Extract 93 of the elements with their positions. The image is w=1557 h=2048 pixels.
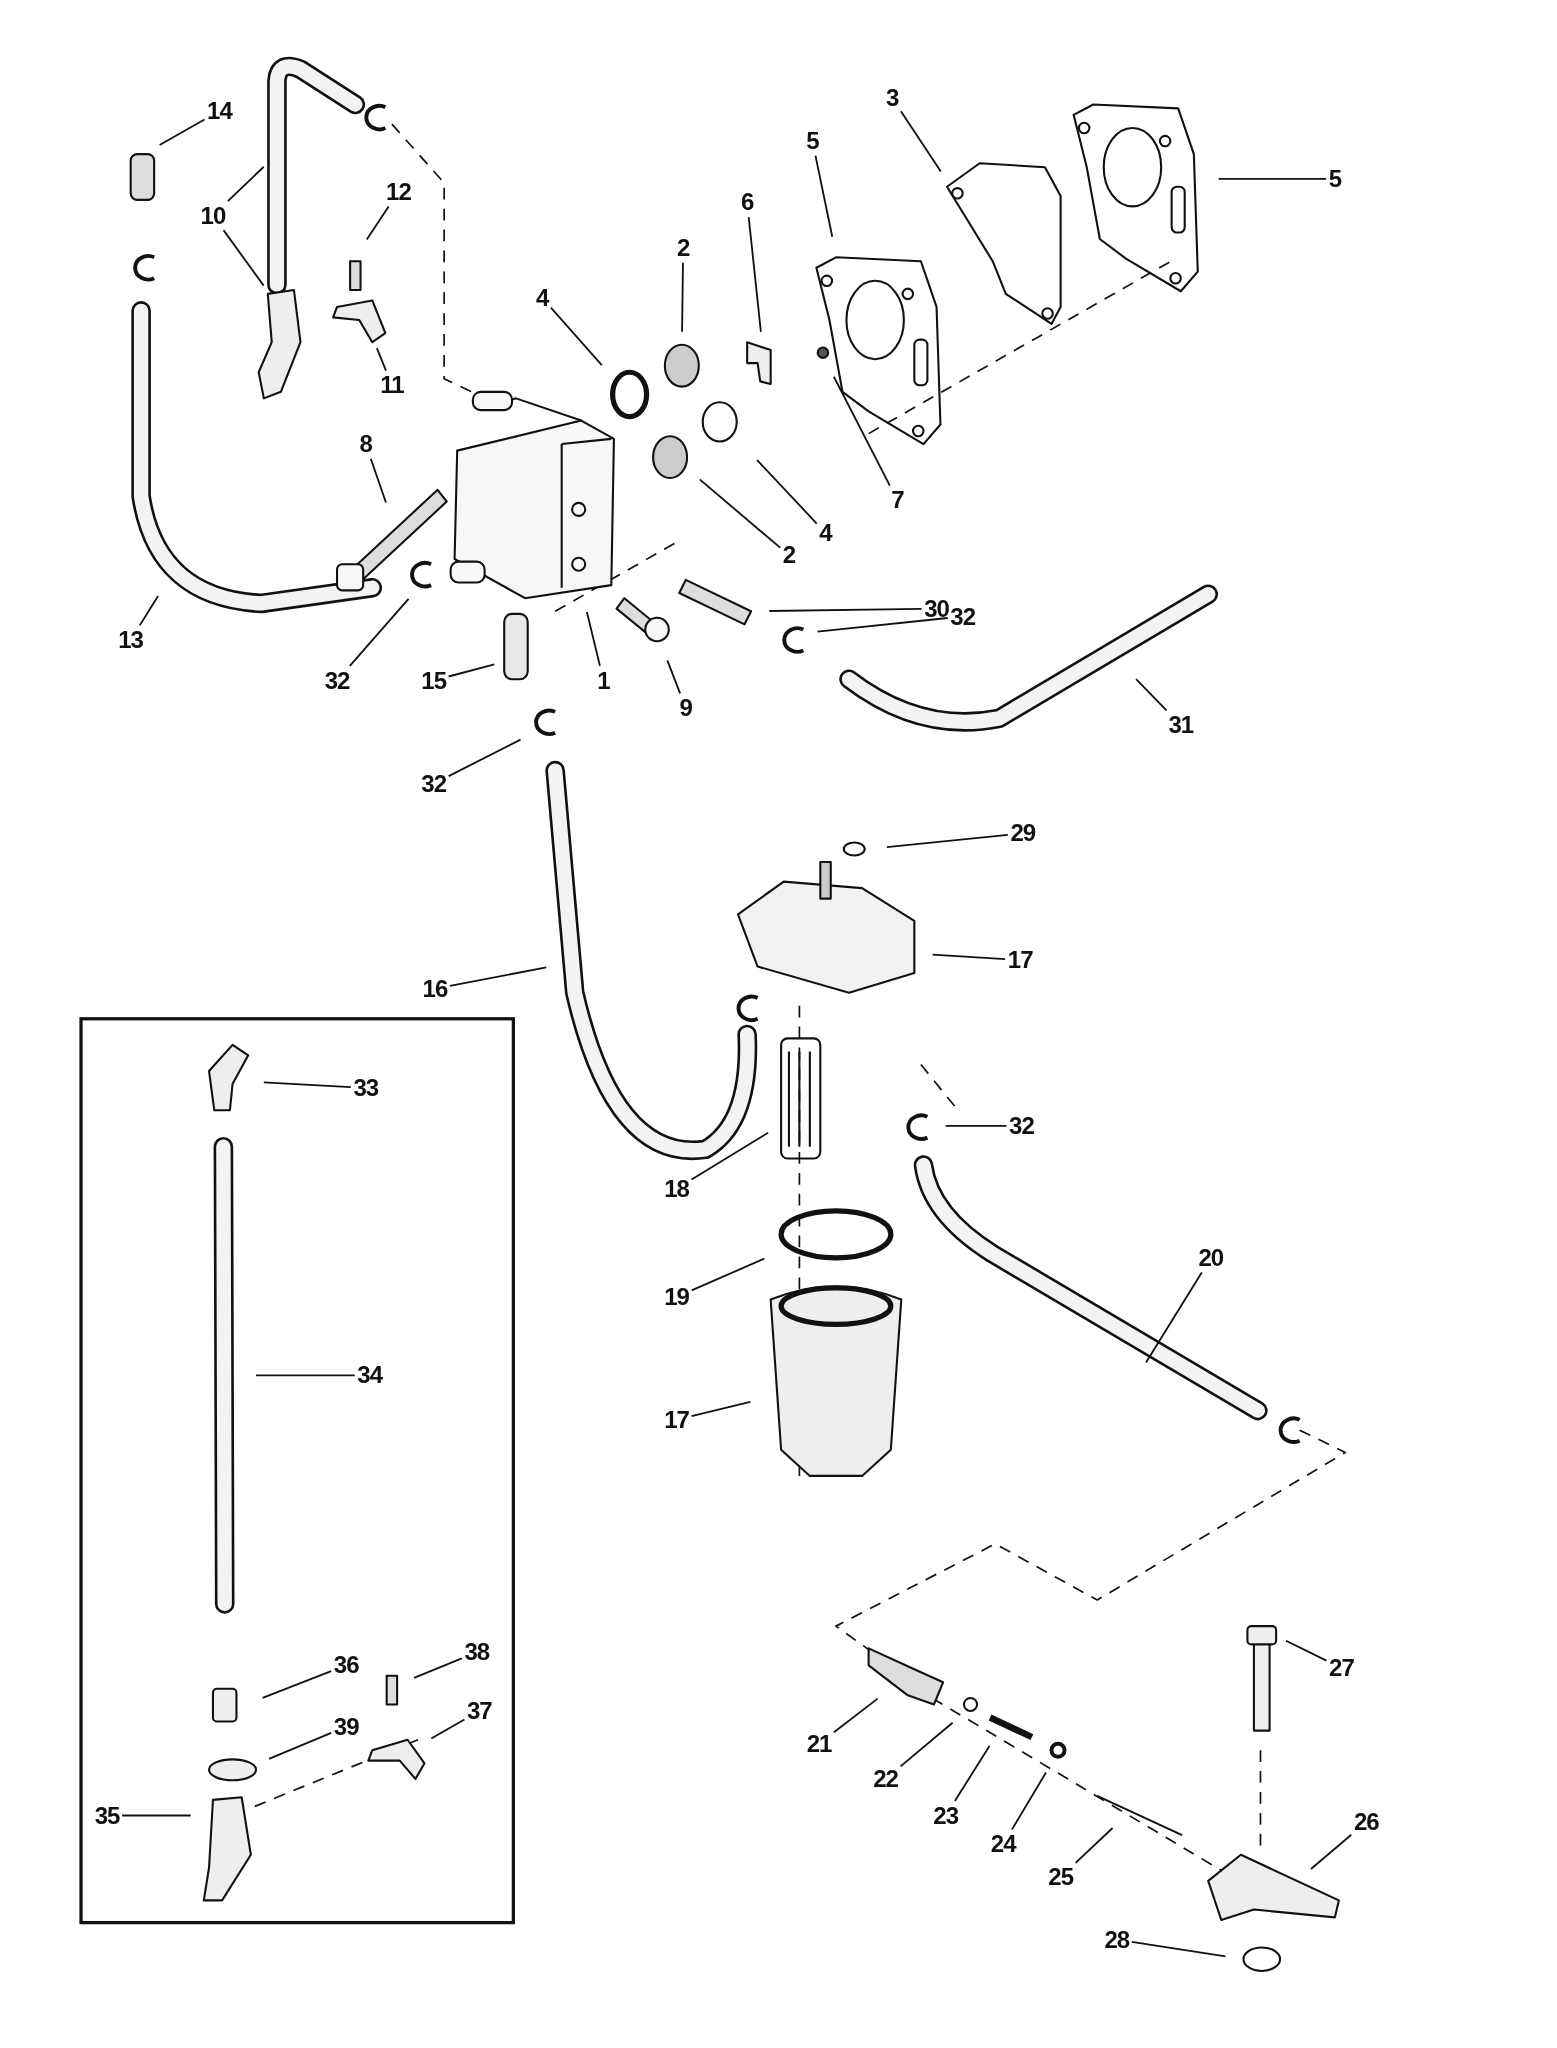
leader-line	[900, 110, 942, 173]
leader-line	[1310, 1833, 1353, 1870]
leader-line	[255, 1374, 356, 1377]
leader-line	[158, 118, 206, 146]
callout-number: 22	[873, 1767, 898, 1792]
callout-number: 33	[353, 1076, 379, 1101]
leader-line	[365, 205, 390, 241]
leader-line	[375, 347, 387, 372]
callout-number: 29	[1010, 821, 1036, 846]
callout-number: 4	[819, 520, 832, 545]
callout-number: 37	[467, 1699, 492, 1724]
leader-line	[690, 1400, 752, 1418]
leader-line	[899, 1721, 954, 1768]
callout-number: 2	[782, 543, 796, 568]
leader-line	[447, 663, 496, 678]
callout-number: 31	[1168, 712, 1194, 737]
leader-line	[832, 375, 891, 487]
callout-number: 25	[1048, 1865, 1073, 1889]
leader-line	[262, 1081, 352, 1089]
callout-number: 21	[806, 1731, 832, 1756]
callout-number: 28	[1104, 1927, 1130, 1952]
leader-line	[369, 457, 387, 504]
callout-number: 6	[740, 190, 754, 215]
leader-line	[816, 617, 949, 633]
callout-number: 15	[421, 668, 446, 693]
callout-number: 32	[324, 668, 350, 693]
callout-number: 13	[118, 628, 143, 653]
leader-line	[413, 1657, 463, 1679]
callout-number: 17	[1007, 948, 1033, 973]
leader-line	[953, 1745, 991, 1802]
callout-number: 11	[380, 373, 404, 398]
leader-line	[1010, 1771, 1047, 1831]
callout-number: 10	[200, 203, 226, 228]
callout-number: 24	[990, 1832, 1016, 1857]
callout-number: 7	[891, 488, 904, 513]
callout-number: 2	[676, 236, 690, 261]
leader-line	[698, 478, 782, 549]
leader-line	[681, 261, 684, 333]
leader-line	[690, 1131, 770, 1181]
leader-line	[449, 966, 548, 987]
leader-line	[121, 1814, 192, 1817]
callout-number: 9	[679, 695, 692, 720]
callout-number: 19	[664, 1285, 689, 1310]
callout-number: 1	[597, 668, 610, 693]
callout-number: 5	[806, 129, 819, 154]
callout-number: 32	[1009, 1113, 1034, 1138]
callout-number: 20	[1198, 1245, 1224, 1270]
leader-line	[268, 1732, 333, 1760]
callout-number: 8	[359, 432, 372, 457]
leader-line	[1285, 1639, 1328, 1662]
leader-line	[1217, 178, 1328, 180]
leader-line	[833, 1697, 879, 1734]
leader-line	[1130, 1941, 1227, 1958]
callout-number: 23	[933, 1803, 959, 1828]
leader-line	[885, 833, 1009, 849]
callout-number: 39	[333, 1714, 359, 1739]
callout-number: 18	[664, 1176, 689, 1201]
leader-line	[814, 154, 834, 238]
leader-line	[1145, 1271, 1203, 1364]
callout-number: 14	[207, 99, 232, 123]
callout-number: 12	[386, 180, 411, 204]
callout-number: 30	[924, 596, 949, 621]
leader-line	[690, 1257, 766, 1292]
leader-line	[348, 597, 410, 667]
callout-number: 4	[535, 285, 549, 310]
leader-line	[222, 229, 265, 287]
leader-line	[227, 165, 265, 203]
callout-number: 34	[357, 1363, 382, 1388]
leader-line	[1074, 1827, 1114, 1864]
leader-line	[1135, 678, 1168, 712]
leader-line	[747, 216, 762, 333]
leader-line	[768, 607, 923, 612]
leader-line	[138, 595, 159, 627]
callout-number: 3	[885, 85, 899, 110]
callout-number: 38	[464, 1640, 490, 1665]
leader-line	[585, 611, 601, 667]
leader-line	[430, 1718, 466, 1740]
leader-line	[549, 306, 603, 366]
leader-line	[261, 1670, 333, 1699]
callout-number: 36	[333, 1653, 359, 1678]
callout-number: 17	[664, 1407, 689, 1432]
leader-line	[944, 1124, 1008, 1127]
callout-number: 32	[950, 604, 975, 629]
callout-number: 32	[421, 771, 446, 796]
leader-line	[666, 659, 681, 695]
callout-number: 35	[94, 1803, 120, 1828]
leader-line	[447, 738, 522, 777]
leader-line	[931, 953, 1007, 960]
callout-number: 5	[1328, 166, 1342, 191]
callout-number: 16	[422, 976, 448, 1001]
callout-number: 26	[1353, 1810, 1379, 1835]
callout-number: 27	[1329, 1656, 1354, 1680]
leader-line	[756, 459, 818, 525]
